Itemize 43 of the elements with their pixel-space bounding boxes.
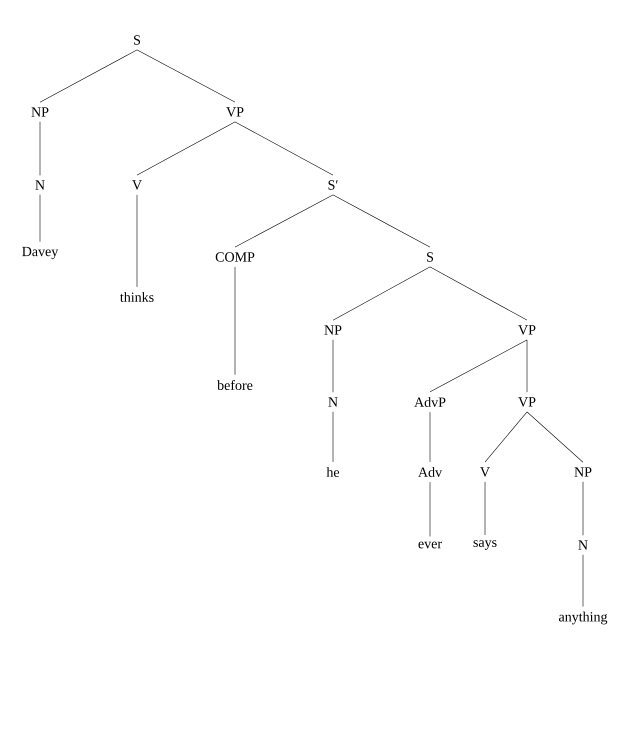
branch-line [332,194,430,248]
tree-label: VP [518,325,536,335]
branch-line [136,50,236,102]
tree-label: ever [418,542,442,548]
tree-label: NP [324,325,342,335]
branch-line [582,482,584,536]
tree-label: N [578,540,588,550]
branch-line [526,340,528,392]
tree-label: NP [31,107,48,117]
branch-line [136,122,236,176]
branch-line [332,266,430,321]
tree-label: AdvP [414,397,446,407]
branch-line [40,50,138,103]
branch-line [234,122,334,176]
tree-label: says [474,540,497,550]
tree-label: NP [574,467,592,477]
tree-label: Davey [22,246,58,260]
tree-label: S′ [328,180,338,190]
branch-line [484,412,528,462]
tree-label: S [427,252,434,262]
tree-label: anything [559,612,608,624]
branch-line [430,340,528,392]
tree-label: Adv [418,467,442,477]
branch-line [136,194,138,288]
branch-line [430,266,528,320]
tree-label: V [480,467,490,477]
tree-label: he [326,467,340,477]
branch-line [234,194,334,248]
tree-label: V [132,180,142,190]
tree-label: S [134,35,140,45]
branch-line [234,266,236,376]
branch-line [332,412,334,462]
branch-line [332,339,334,393]
tree-label: N [328,397,338,407]
branch-line [484,482,486,536]
tree-label: VP [226,107,244,117]
branch-line [526,412,584,463]
tree-label: N [35,180,45,190]
tree-label: before [217,380,252,390]
tree-label: VP [518,397,536,407]
branch-line [582,554,584,607]
tree-label: COMP [216,252,254,262]
tree-label: thinks [120,292,154,302]
